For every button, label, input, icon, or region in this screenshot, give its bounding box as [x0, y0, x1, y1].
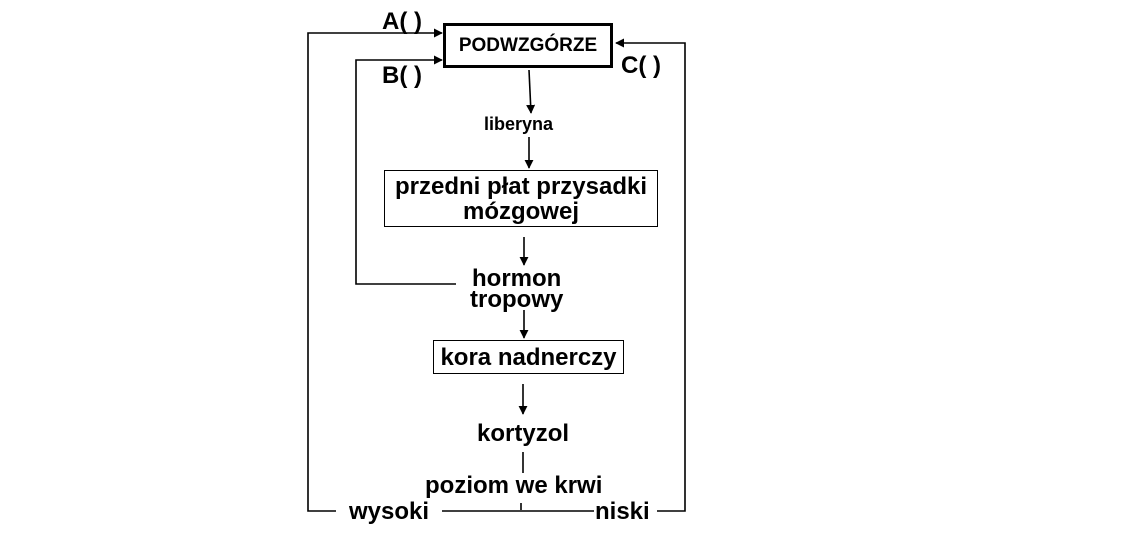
- tropic-hormone-line-1: hormon: [472, 265, 562, 292]
- tropic-hormone-label: hormon tropowy: [470, 265, 564, 313]
- arrow-hypothalamus-to-liberin: [526, 69, 536, 114]
- high-level-label: wysoki: [349, 498, 430, 525]
- pituitary-box: przedni płat przysadki mózgowej: [384, 170, 658, 227]
- blood-level-label: poziom we krwi: [425, 472, 603, 499]
- pathway-a-label: A( ): [382, 8, 422, 35]
- pathway-b-label: B( ): [382, 62, 422, 89]
- cortisol-label: kortyzol: [477, 420, 570, 447]
- pathway-c-label: C( ): [621, 52, 661, 79]
- liberin-label: liberyna: [484, 114, 554, 134]
- hypothalamus-box: PODWZGÓRZE: [443, 23, 613, 68]
- pituitary-line-1: przedni płat przysadki: [394, 172, 648, 200]
- pathway-c-line: [615, 38, 686, 512]
- tropic-hormone-line-2: tropowy: [470, 286, 564, 313]
- adrenal-cortex-box: kora nadnerczy: [433, 340, 624, 374]
- pituitary-line-2: mózgowej: [462, 197, 579, 225]
- pathway-b-line: [355, 55, 456, 285]
- pathway-a-line: [307, 28, 443, 512]
- low-level-label: niski: [595, 498, 650, 525]
